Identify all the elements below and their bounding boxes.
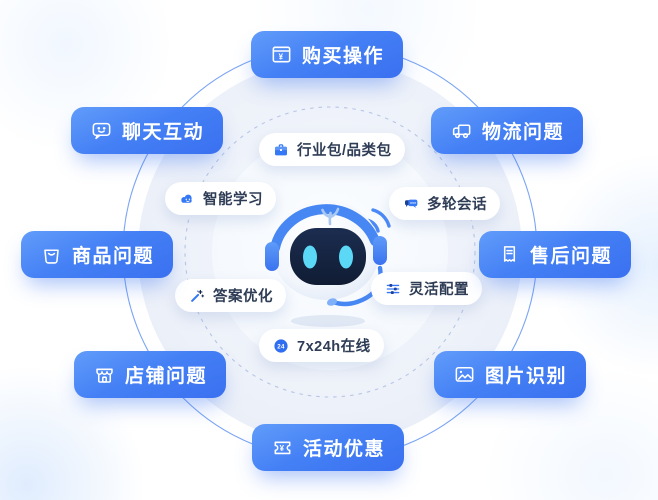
yen-board-icon: ¥ <box>272 46 291 63</box>
right-earcup-icon <box>373 236 387 265</box>
magic-wand-icon <box>191 289 205 302</box>
smart-learning-tag: 智能学习 <box>165 182 276 215</box>
robot-shadow <box>291 315 365 327</box>
dashed-ring <box>184 106 476 398</box>
multi-turn-dialog-label: 多轮会话 <box>427 197 487 213</box>
flexible-config-label: 灵活配置 <box>409 282 469 298</box>
shopping-bag-icon <box>44 249 59 264</box>
truck-icon <box>452 124 471 139</box>
image-recognition-button: 图片识别 <box>434 351 587 398</box>
online-7x24-tag: 24 7x24h在线 <box>259 329 384 362</box>
badge-24-icon: 24 <box>274 338 288 353</box>
sliders-icon <box>386 283 400 294</box>
after-sales-issues-button: 售后问题 <box>479 231 632 278</box>
answer-optimization-tag: 答案优化 <box>175 279 286 312</box>
logistics-issues-button: 物流问题 <box>431 107 584 154</box>
robot-eye-right <box>339 245 353 269</box>
microphone-tip-icon <box>326 298 338 306</box>
shop-issues-button: 店铺问题 <box>74 351 227 398</box>
promotions-label: 活动优惠 <box>303 439 386 460</box>
storefront-icon <box>96 368 113 383</box>
chat-interaction-button: 聊天互动 <box>71 107 224 154</box>
svg-text:¥: ¥ <box>280 444 286 453</box>
picture-icon <box>455 367 474 382</box>
briefcase-icon <box>275 143 287 155</box>
robot-face <box>290 228 366 285</box>
online-7x24-label: 7x24h在线 <box>297 339 371 355</box>
svg-text:24: 24 <box>277 343 285 350</box>
chat-interaction-label: 聊天互动 <box>122 122 205 143</box>
after-sales-issues-label: 售后问题 <box>530 246 613 267</box>
flexible-config-tag: 灵活配置 <box>371 272 482 305</box>
antenna-icon <box>321 207 340 226</box>
image-recognition-label: 图片识别 <box>485 366 568 387</box>
industry-pack-label: 行业包/品类包 <box>297 143 392 159</box>
buy-actions-label: 购买操作 <box>302 46 385 67</box>
promotions-button: ¥ 活动优惠 <box>252 424 405 471</box>
chat-bubbles-icon <box>405 199 418 208</box>
multi-turn-dialog-tag: 多轮会话 <box>389 187 500 220</box>
receipt-icon <box>503 246 516 262</box>
cloud-bot-icon <box>181 194 192 203</box>
buy-actions-button: ¥ 购买操作 <box>251 31 404 78</box>
coupon-icon: ¥ <box>274 441 291 455</box>
answer-optimization-label: 答案优化 <box>213 289 273 305</box>
left-earcup-icon <box>265 242 279 271</box>
service-robot-mascot <box>265 200 391 327</box>
logistics-issues-label: 物流问题 <box>482 122 565 143</box>
chat-smiley-icon <box>92 122 111 140</box>
robot-eye-left <box>303 245 317 269</box>
smart-learning-label: 智能学习 <box>203 192 263 208</box>
shop-issues-label: 店铺问题 <box>125 366 208 387</box>
product-issues-button: 商品问题 <box>21 231 174 278</box>
svg-text:¥: ¥ <box>279 53 285 62</box>
industry-pack-tag: 行业包/品类包 <box>259 133 405 166</box>
product-issues-label: 商品问题 <box>72 246 155 267</box>
